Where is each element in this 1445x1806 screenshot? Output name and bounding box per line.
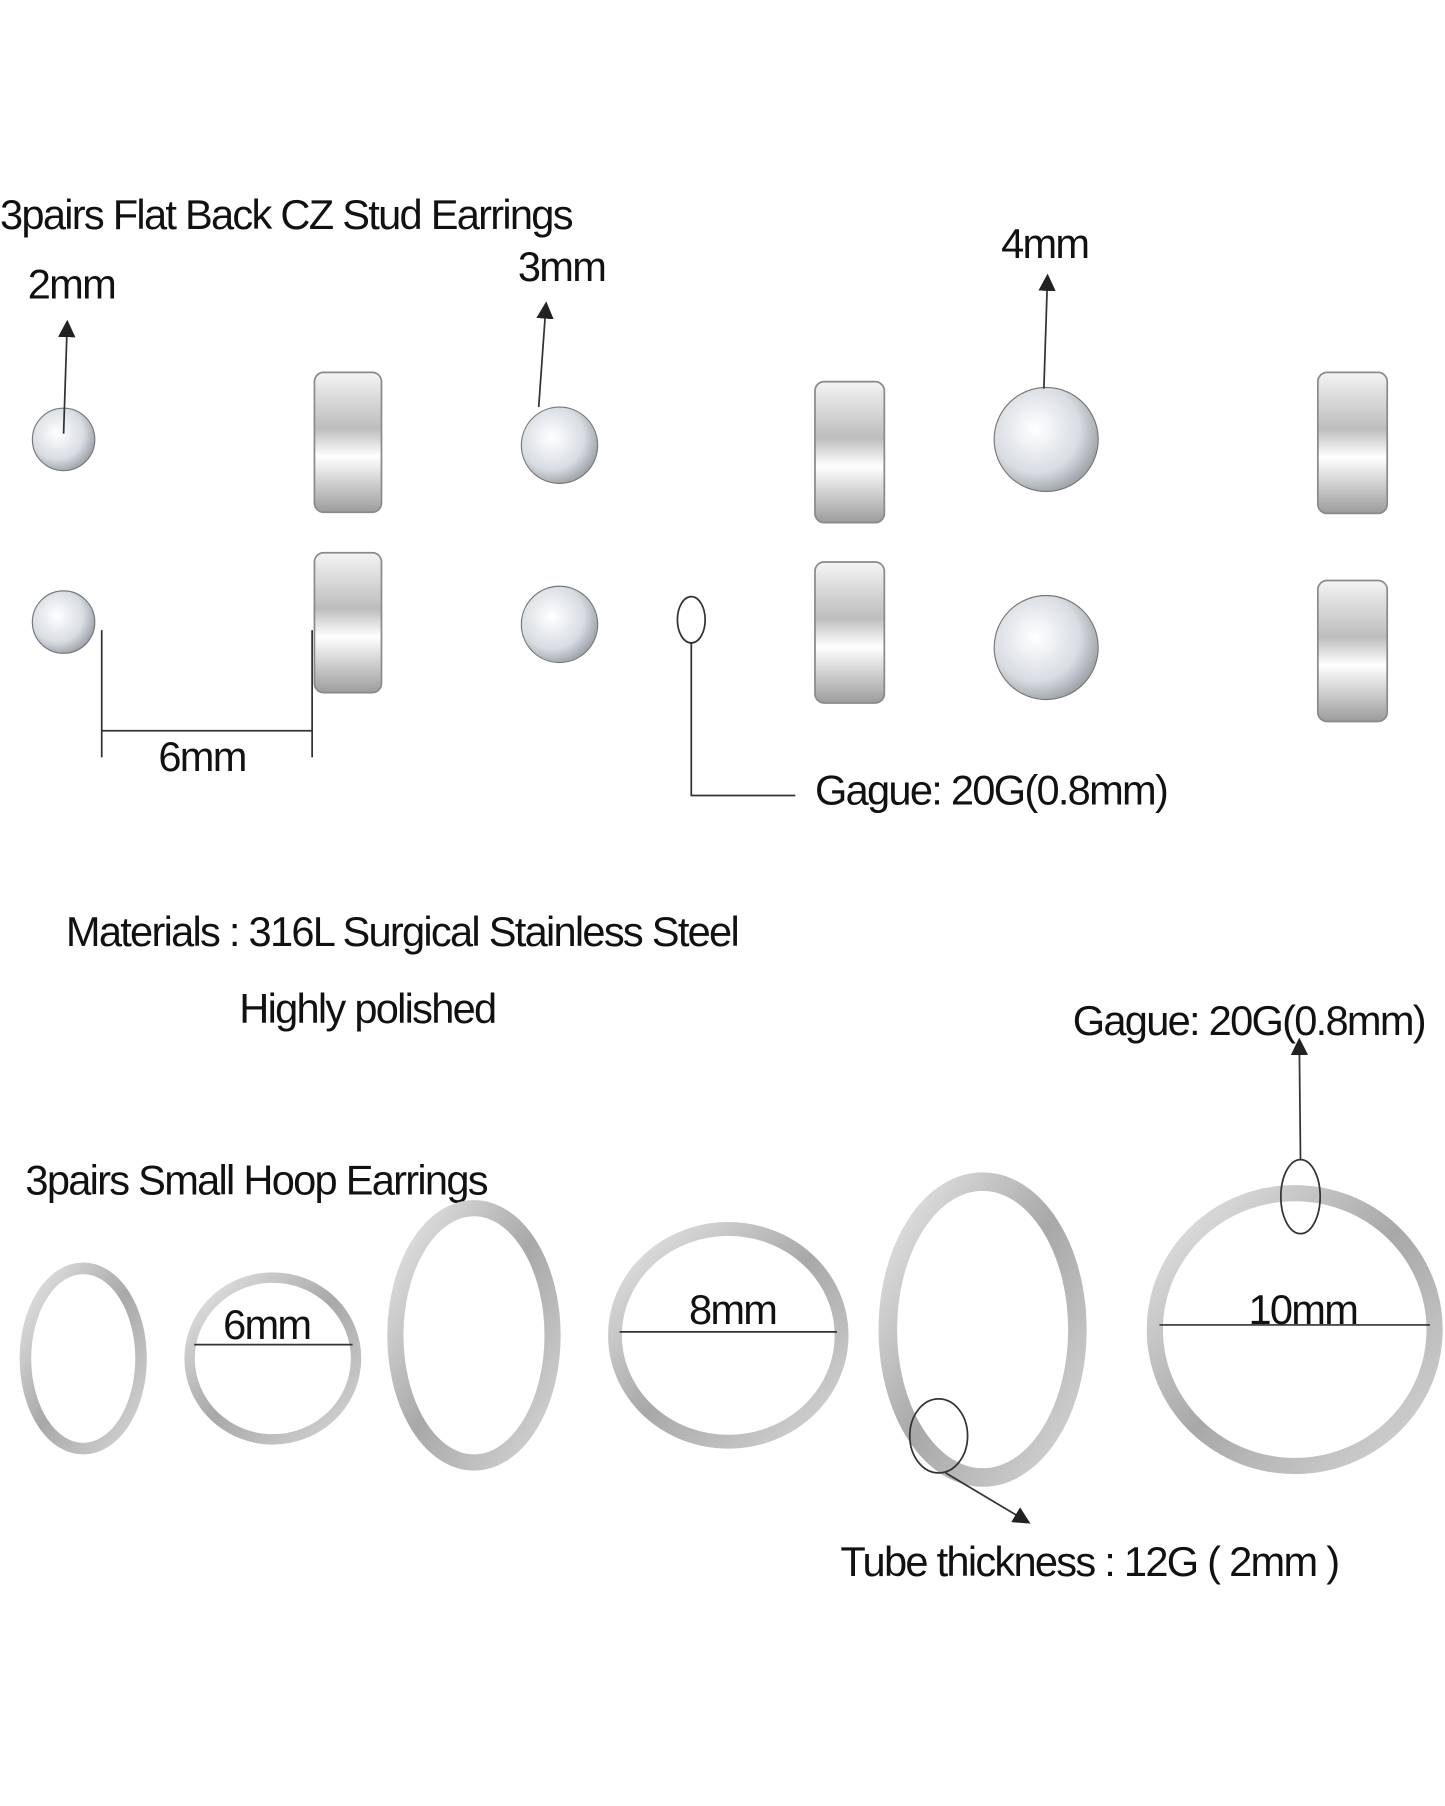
finish-label: Highly polished bbox=[239, 985, 495, 1032]
hoop-gauge-label: Gague: 20G(0.8mm) bbox=[1073, 997, 1425, 1044]
post-length-label: 6mm bbox=[158, 733, 245, 780]
tube-thickness-label: Tube thickness : 12G ( 2mm ) bbox=[840, 1538, 1338, 1585]
hoop-size-8mm: 8mm bbox=[689, 1286, 776, 1333]
stud-size-2mm: 2mm bbox=[28, 260, 115, 307]
hoop-size-10mm: 10mm bbox=[1248, 1286, 1357, 1333]
stud-annotations bbox=[58, 273, 1056, 797]
hoop-earrings bbox=[19, 1172, 1443, 1487]
stud-gauge-label: Gague: 20G(0.8mm) bbox=[815, 767, 1167, 814]
studs-title: 3pairs Flat Back CZ Stud Earrings bbox=[0, 191, 573, 238]
stud-size-3mm: 3mm bbox=[518, 243, 605, 290]
materials-label: Materials : 316L Surgical Stainless Stee… bbox=[66, 908, 738, 955]
hoop-annotations bbox=[194, 1037, 1430, 1524]
stud-earrings bbox=[31, 371, 1389, 723]
stud-size-4mm: 4mm bbox=[1001, 220, 1088, 267]
hoops-title: 3pairs Small Hoop Earrings bbox=[25, 1156, 487, 1203]
hoop-size-6mm: 6mm bbox=[223, 1301, 310, 1348]
